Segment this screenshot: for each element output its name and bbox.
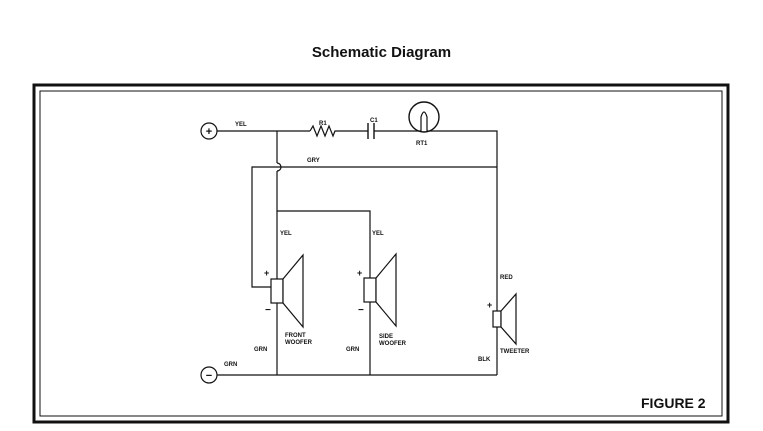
figure-label: FIGURE 2 [641,395,706,411]
label-front-line1: FRONT [285,333,306,339]
label-blk: BLK [478,357,491,363]
svg-text:+: + [206,126,212,138]
front-plus-sign: + [264,268,269,278]
label-grn-bottom: GRN [224,362,237,368]
label-gry: GRY [307,158,320,164]
positive-terminal: + [200,122,218,140]
tweeter-plus-sign: + [487,300,492,310]
wire-gry [251,166,497,288]
label-yel-side: YEL [372,231,384,237]
lamp-rt1 [408,101,440,133]
negative-terminal: − [200,366,218,384]
label-yel-top: YEL [235,122,247,128]
wire-yel-to-side [276,171,371,278]
label-grn-front: GRN [254,347,267,353]
page-title: Schematic Diagram [311,44,452,61]
front-minus-sign: − [265,305,271,316]
label-side-line1: SIDE [379,334,393,340]
label-c1: C1 [370,118,378,124]
label-r1: R1 [319,121,327,127]
label-front-line2: WOOFER [285,340,313,346]
wire-to-tweeter-red [427,130,498,311]
speaker-front-woofer [270,253,304,329]
label-tweeter: TWEETER [500,349,530,355]
label-red: RED [500,275,513,281]
label-grn-side: GRN [346,347,359,353]
label-rt1: RT1 [416,141,428,147]
inner-border [39,90,723,417]
label-side-line2: WOOFER [379,341,407,347]
speaker-side-woofer [363,252,397,328]
outer-border [32,83,730,424]
svg-text:−: − [206,370,212,382]
resistor-r1 [309,124,368,138]
label-yel-front: YEL [280,231,292,237]
side-plus-sign: + [357,268,362,278]
side-minus-sign: − [358,305,364,316]
speaker-tweeter [492,292,517,346]
